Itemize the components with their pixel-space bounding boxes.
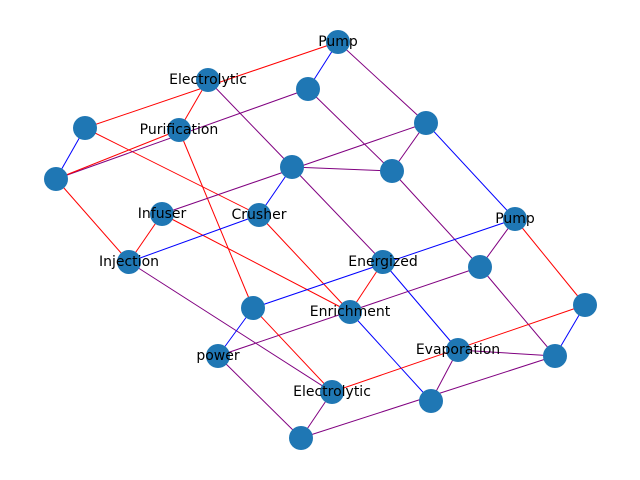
graph-node-n23 (289, 426, 313, 450)
graph-node-n16 (241, 296, 265, 320)
graph-node-n19 (206, 344, 230, 368)
graph-node-n10 (150, 202, 174, 226)
graph-node-n1 (326, 30, 350, 54)
edge-n11-n17 (258, 214, 351, 313)
graph-node-n8 (380, 159, 404, 183)
graph-node-n9 (280, 155, 304, 179)
graph-node-n13 (117, 250, 141, 274)
node-label-n10: Infuser (138, 206, 187, 222)
node-label-n1: Pump (318, 34, 358, 50)
edge-n2-n9 (207, 79, 293, 168)
node-label-n20: Evaporation (416, 342, 500, 358)
node-label-n17: Enrichment (310, 304, 391, 320)
edge-layer (55, 41, 586, 439)
edge-n9-n8 (291, 166, 393, 172)
node-label-n14: Energized (348, 254, 417, 270)
edge-n16-n22 (252, 307, 333, 393)
edge-n5-n16 (178, 129, 254, 309)
graph-node-n20 (446, 338, 470, 362)
graph-node-n24 (419, 389, 443, 413)
edge-n12-n18 (514, 218, 586, 306)
graph-node-n22 (320, 380, 344, 404)
edge-n9-n14 (291, 166, 384, 263)
graph-node-n3 (296, 77, 320, 101)
graph-node-n7 (414, 111, 438, 135)
edge-n20-n21 (457, 349, 556, 357)
graph-node-n18 (573, 293, 597, 317)
edge-n19-n23 (217, 355, 302, 439)
graph-node-n4 (73, 116, 97, 140)
node-label-n12: Pump (495, 211, 535, 227)
graph-node-n11 (247, 203, 271, 227)
graph-node-n12 (503, 207, 527, 231)
node-label-n22: Electrolytic (293, 384, 371, 400)
graph-node-n5 (167, 118, 191, 142)
node-label-n19: power (196, 348, 240, 364)
edge-n17-n24 (349, 311, 432, 402)
node-label-n11: Crusher (232, 207, 287, 223)
edge-n6-n13 (55, 178, 130, 263)
edge-n10-n17 (161, 213, 351, 313)
node-label-n2: Electrolytic (169, 72, 247, 88)
edge-n15-n21 (479, 266, 556, 357)
node-layer (44, 30, 597, 450)
graph-node-n21 (543, 344, 567, 368)
edge-n3-n8 (307, 88, 393, 172)
graph-node-n17 (338, 300, 362, 324)
node-label-n13: Injection (99, 254, 159, 270)
edge-n14-n20 (382, 261, 459, 351)
edge-n4-n11 (84, 127, 260, 216)
edge-n13-n22 (128, 261, 333, 393)
edge-n5-n6 (55, 129, 180, 180)
edge-n8-n15 (391, 170, 481, 268)
edge-n1-n7 (337, 41, 427, 124)
edge-n13-n11 (128, 214, 260, 263)
graph-node-n6 (44, 167, 68, 191)
graph-node-n14 (371, 250, 395, 274)
graph-node-n2 (196, 68, 220, 92)
graph-node-n15 (468, 255, 492, 279)
node-label-n5: Purification (140, 122, 219, 138)
edge-n7-n12 (425, 122, 516, 220)
